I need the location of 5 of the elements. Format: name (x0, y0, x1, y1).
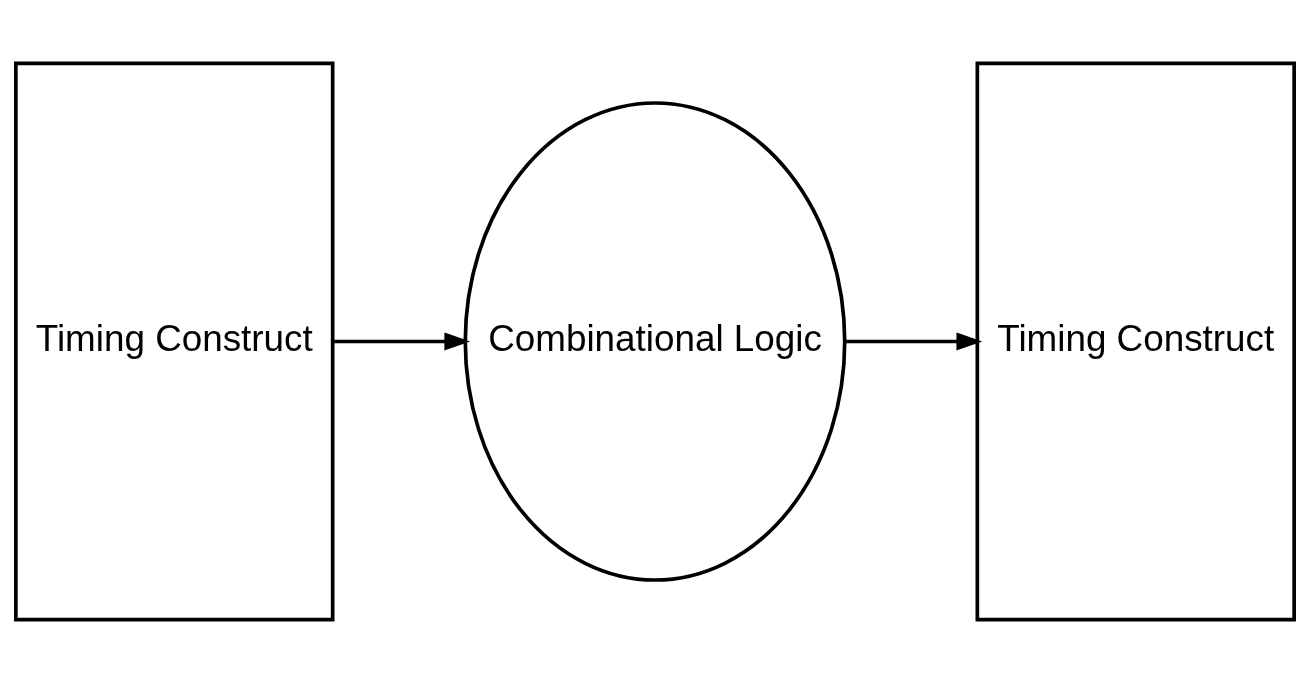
arrow (332, 332, 471, 351)
arrow (845, 332, 983, 351)
node-box: Timing Construct (975, 61, 1296, 622)
node-ellipse: Combinational Logic (463, 101, 847, 582)
node-box: Timing Construct (14, 61, 335, 622)
